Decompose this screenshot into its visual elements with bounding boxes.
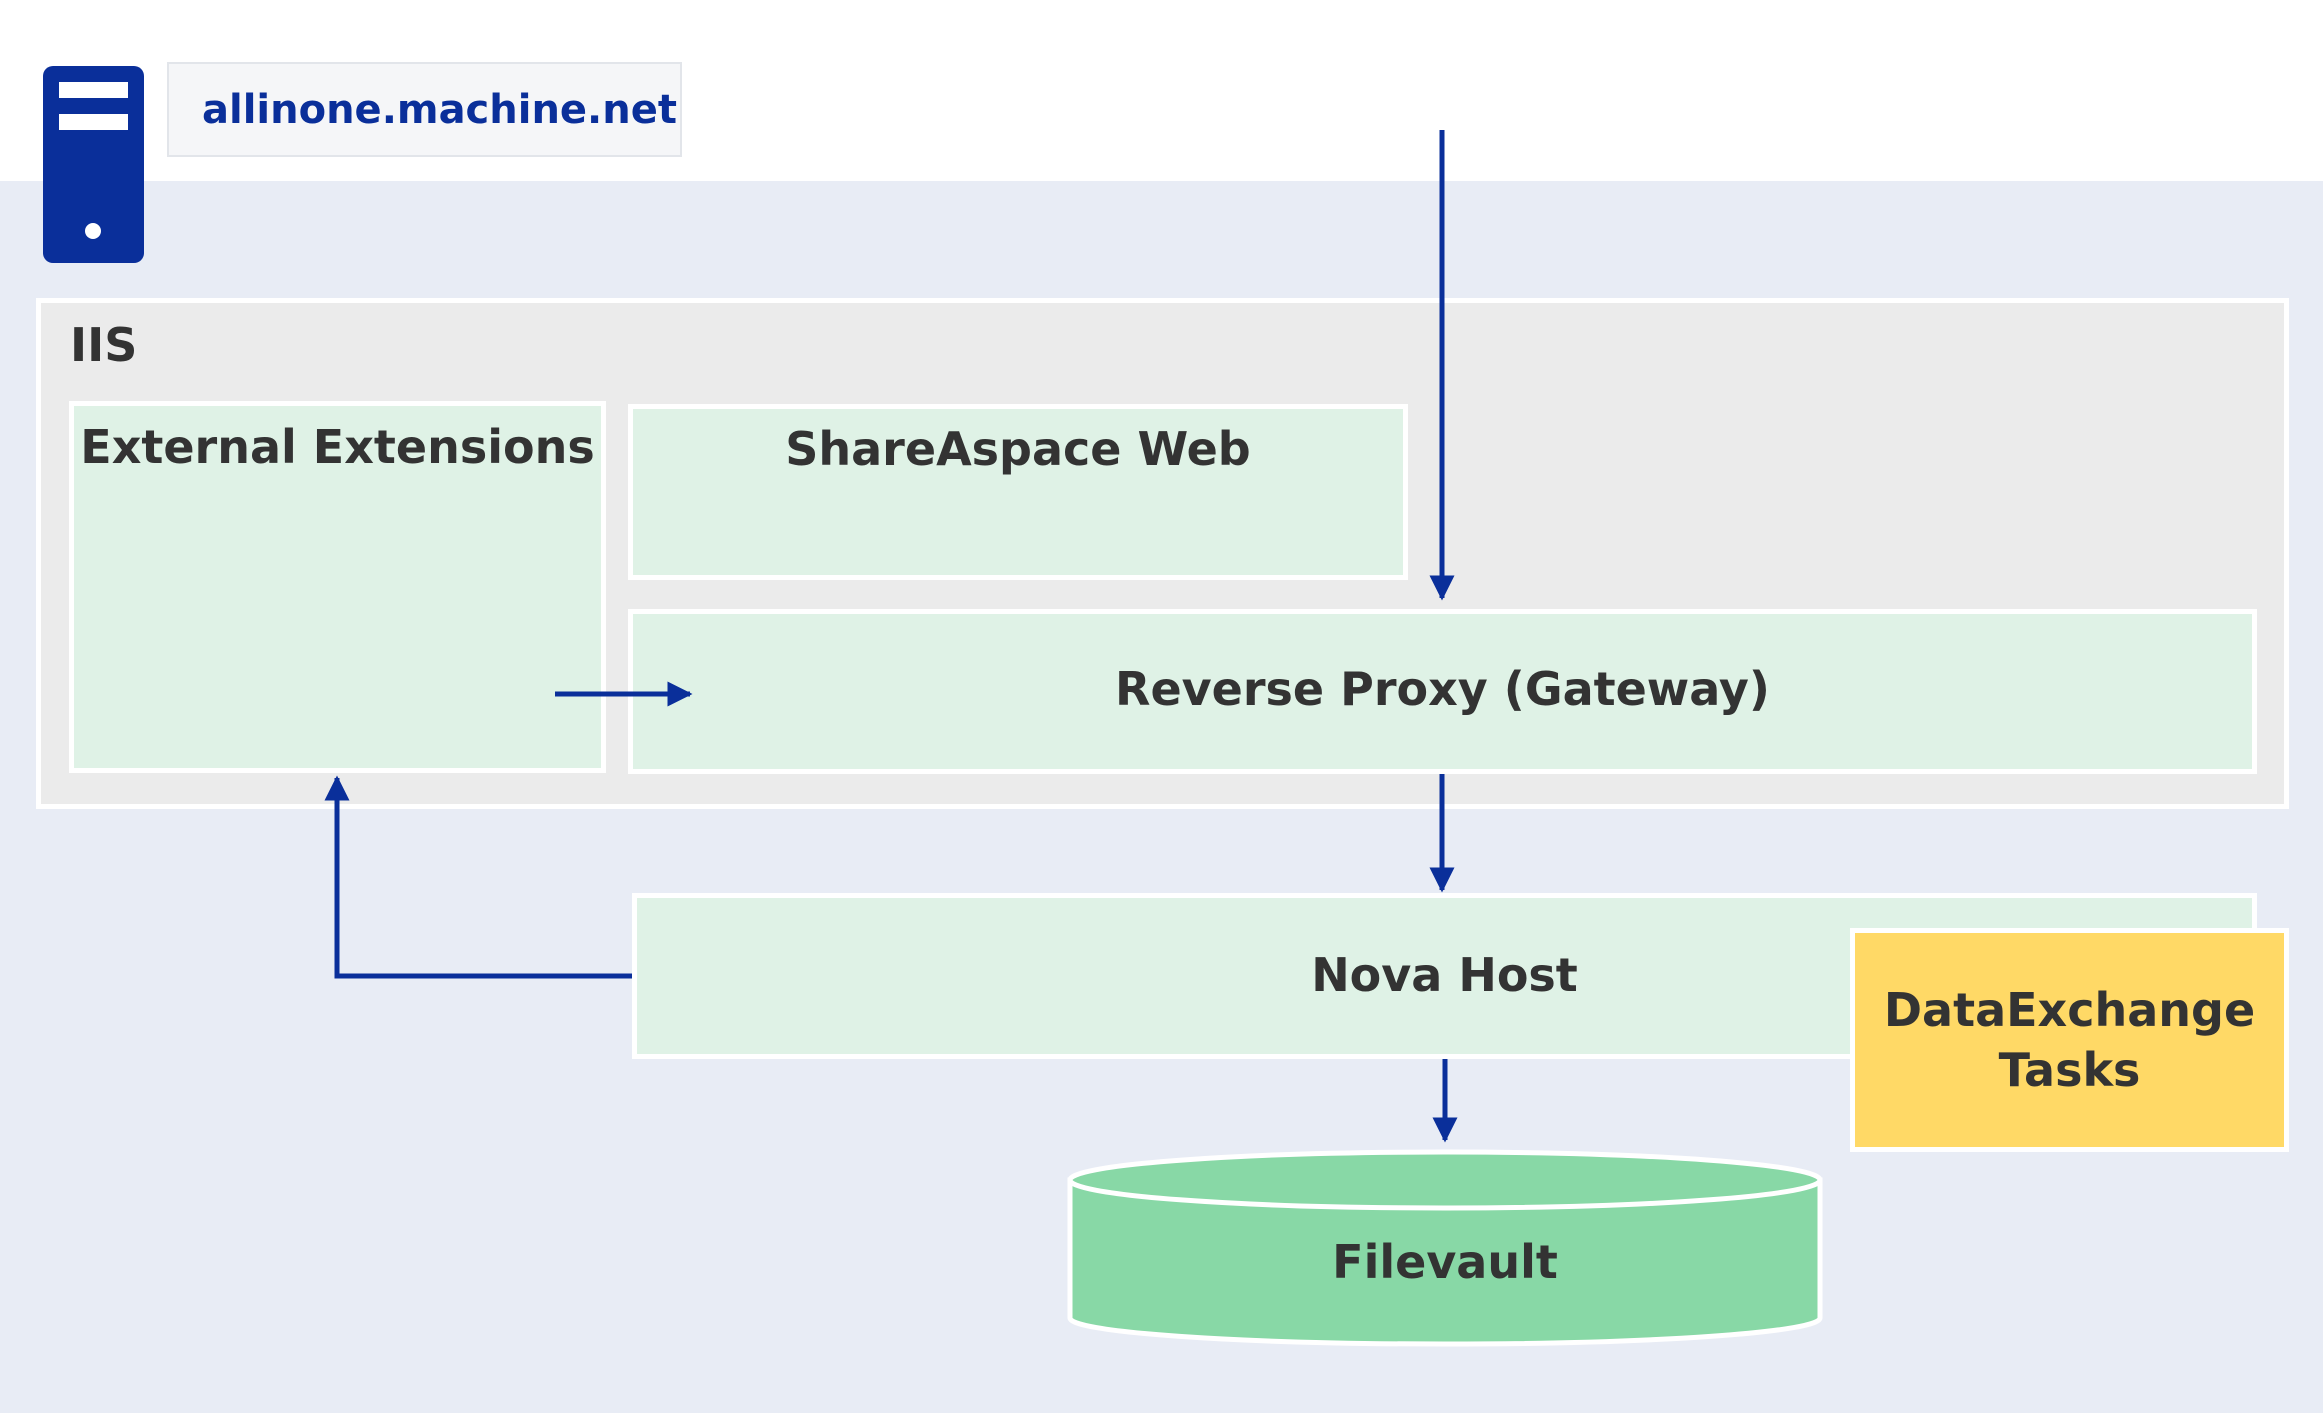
server-icon <box>43 66 144 263</box>
filevault-cylinder <box>1067 1149 1823 1347</box>
hostname-label: allinone.machine.net <box>167 62 682 157</box>
shareaspace-web-box <box>628 404 1408 580</box>
reverse-proxy-label: Reverse Proxy (Gateway) <box>1115 662 1770 716</box>
shareaspace-web-label: ShareAspace Web <box>785 422 1251 476</box>
iis-title: IIS <box>70 318 138 372</box>
dataexchange-tasks-label: DataExchange Tasks <box>1850 980 2289 1100</box>
arrow-nova-to-ext <box>324 775 632 979</box>
dataexchange-tasks-box <box>1850 928 2289 1152</box>
external-extensions-box <box>69 401 606 773</box>
filevault-label: Filevault <box>1332 1235 1558 1289</box>
external-extensions-label: External Extensions <box>80 420 595 474</box>
dataexchange-line1: DataExchange <box>1883 983 2256 1037</box>
dataexchange-line2: Tasks <box>1998 1043 2141 1097</box>
reverse-proxy-box <box>628 609 2257 774</box>
nova-host-label: Nova Host <box>1311 948 1578 1002</box>
